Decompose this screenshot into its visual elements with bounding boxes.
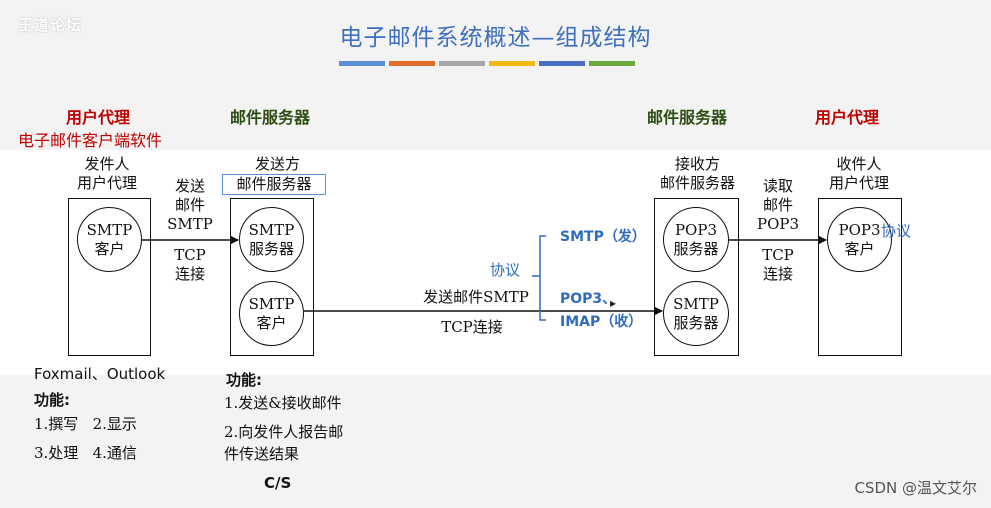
footer-credit: CSDN @温文艾尔 bbox=[854, 479, 977, 497]
recv-server-pop3-server: POP3 服务器 bbox=[663, 207, 729, 272]
server-function-title: 功能: bbox=[226, 371, 262, 389]
cursor-icon: ▸ bbox=[610, 296, 617, 310]
send-server-smtp-client: SMTP 客户 bbox=[239, 281, 304, 346]
send-server-label: 发送方 bbox=[254, 155, 300, 173]
send-server-label-boxed: 邮件服务器 bbox=[222, 174, 326, 195]
edge-label-middle-tcp: TCP连接 bbox=[441, 318, 503, 336]
sender-agent-label: 发件人 用户代理 bbox=[76, 155, 137, 192]
recv-server-smtp-server: SMTP 服务器 bbox=[663, 281, 729, 346]
recv-server-label: 接收方 邮件服务器 bbox=[659, 155, 735, 192]
server-function-2a: 2.向发件人报告邮 bbox=[224, 423, 344, 441]
protocol-label: 协议 bbox=[490, 261, 521, 279]
recipient-agent-label: 收件人 用户代理 bbox=[828, 155, 889, 192]
edge-label-right-tcp: TCP 连接 bbox=[762, 246, 794, 283]
server-function-2b: 件传送结果 bbox=[224, 445, 300, 463]
slide-title: 电子邮件系统概述—组成结构 bbox=[339, 25, 652, 51]
header-right-mail-server: 邮件服务器 bbox=[647, 108, 728, 127]
protocol-label-right: 协议 bbox=[881, 222, 912, 240]
title-bar-3 bbox=[439, 61, 485, 66]
protocol-imap-receive: IMAP（收） bbox=[560, 314, 643, 330]
recipient-pop3-client: POP3 客户 bbox=[827, 207, 892, 272]
edge-label-left-tcp: TCP 连接 bbox=[174, 246, 206, 283]
edge-label-send-smtp: 发送 邮件 SMTP bbox=[167, 177, 213, 233]
header-right-user-agent: 用户代理 bbox=[815, 108, 880, 127]
title-bar-1 bbox=[339, 61, 385, 66]
client-function-title: 功能: bbox=[34, 391, 70, 409]
edge-label-read-pop3: 读取 邮件 POP3 bbox=[756, 177, 800, 233]
header-left-user-agent-sub: 电子邮件客户端软件 bbox=[18, 131, 163, 150]
protocol-smtp-send: SMTP（发） bbox=[560, 229, 646, 245]
client-products: Foxmail、Outlook bbox=[34, 365, 166, 383]
protocol-pop3: POP3、 bbox=[560, 291, 617, 307]
edge-label-middle-send: 发送邮件SMTP bbox=[423, 288, 529, 306]
header-left-mail-server: 邮件服务器 bbox=[230, 108, 311, 127]
title-bar-2 bbox=[389, 61, 435, 66]
sender-smtp-client: SMTP 客户 bbox=[77, 207, 142, 272]
watermark-logo: 王道论坛 bbox=[18, 16, 83, 34]
header-left-user-agent: 用户代理 bbox=[66, 108, 131, 127]
client-function-row2: 3.处理 4.通信 bbox=[34, 444, 137, 462]
protocol-bracket bbox=[539, 235, 546, 321]
title-bar-6 bbox=[589, 61, 635, 66]
title-bar-4 bbox=[489, 61, 535, 66]
send-server-smtp-server: SMTP 服务器 bbox=[239, 207, 304, 272]
client-function-row1: 1.撰写 2.显示 bbox=[34, 415, 137, 433]
server-function-1: 1.发送&接收邮件 bbox=[224, 394, 342, 412]
model-cs: C/S bbox=[264, 474, 292, 492]
title-bar-5 bbox=[539, 61, 585, 66]
